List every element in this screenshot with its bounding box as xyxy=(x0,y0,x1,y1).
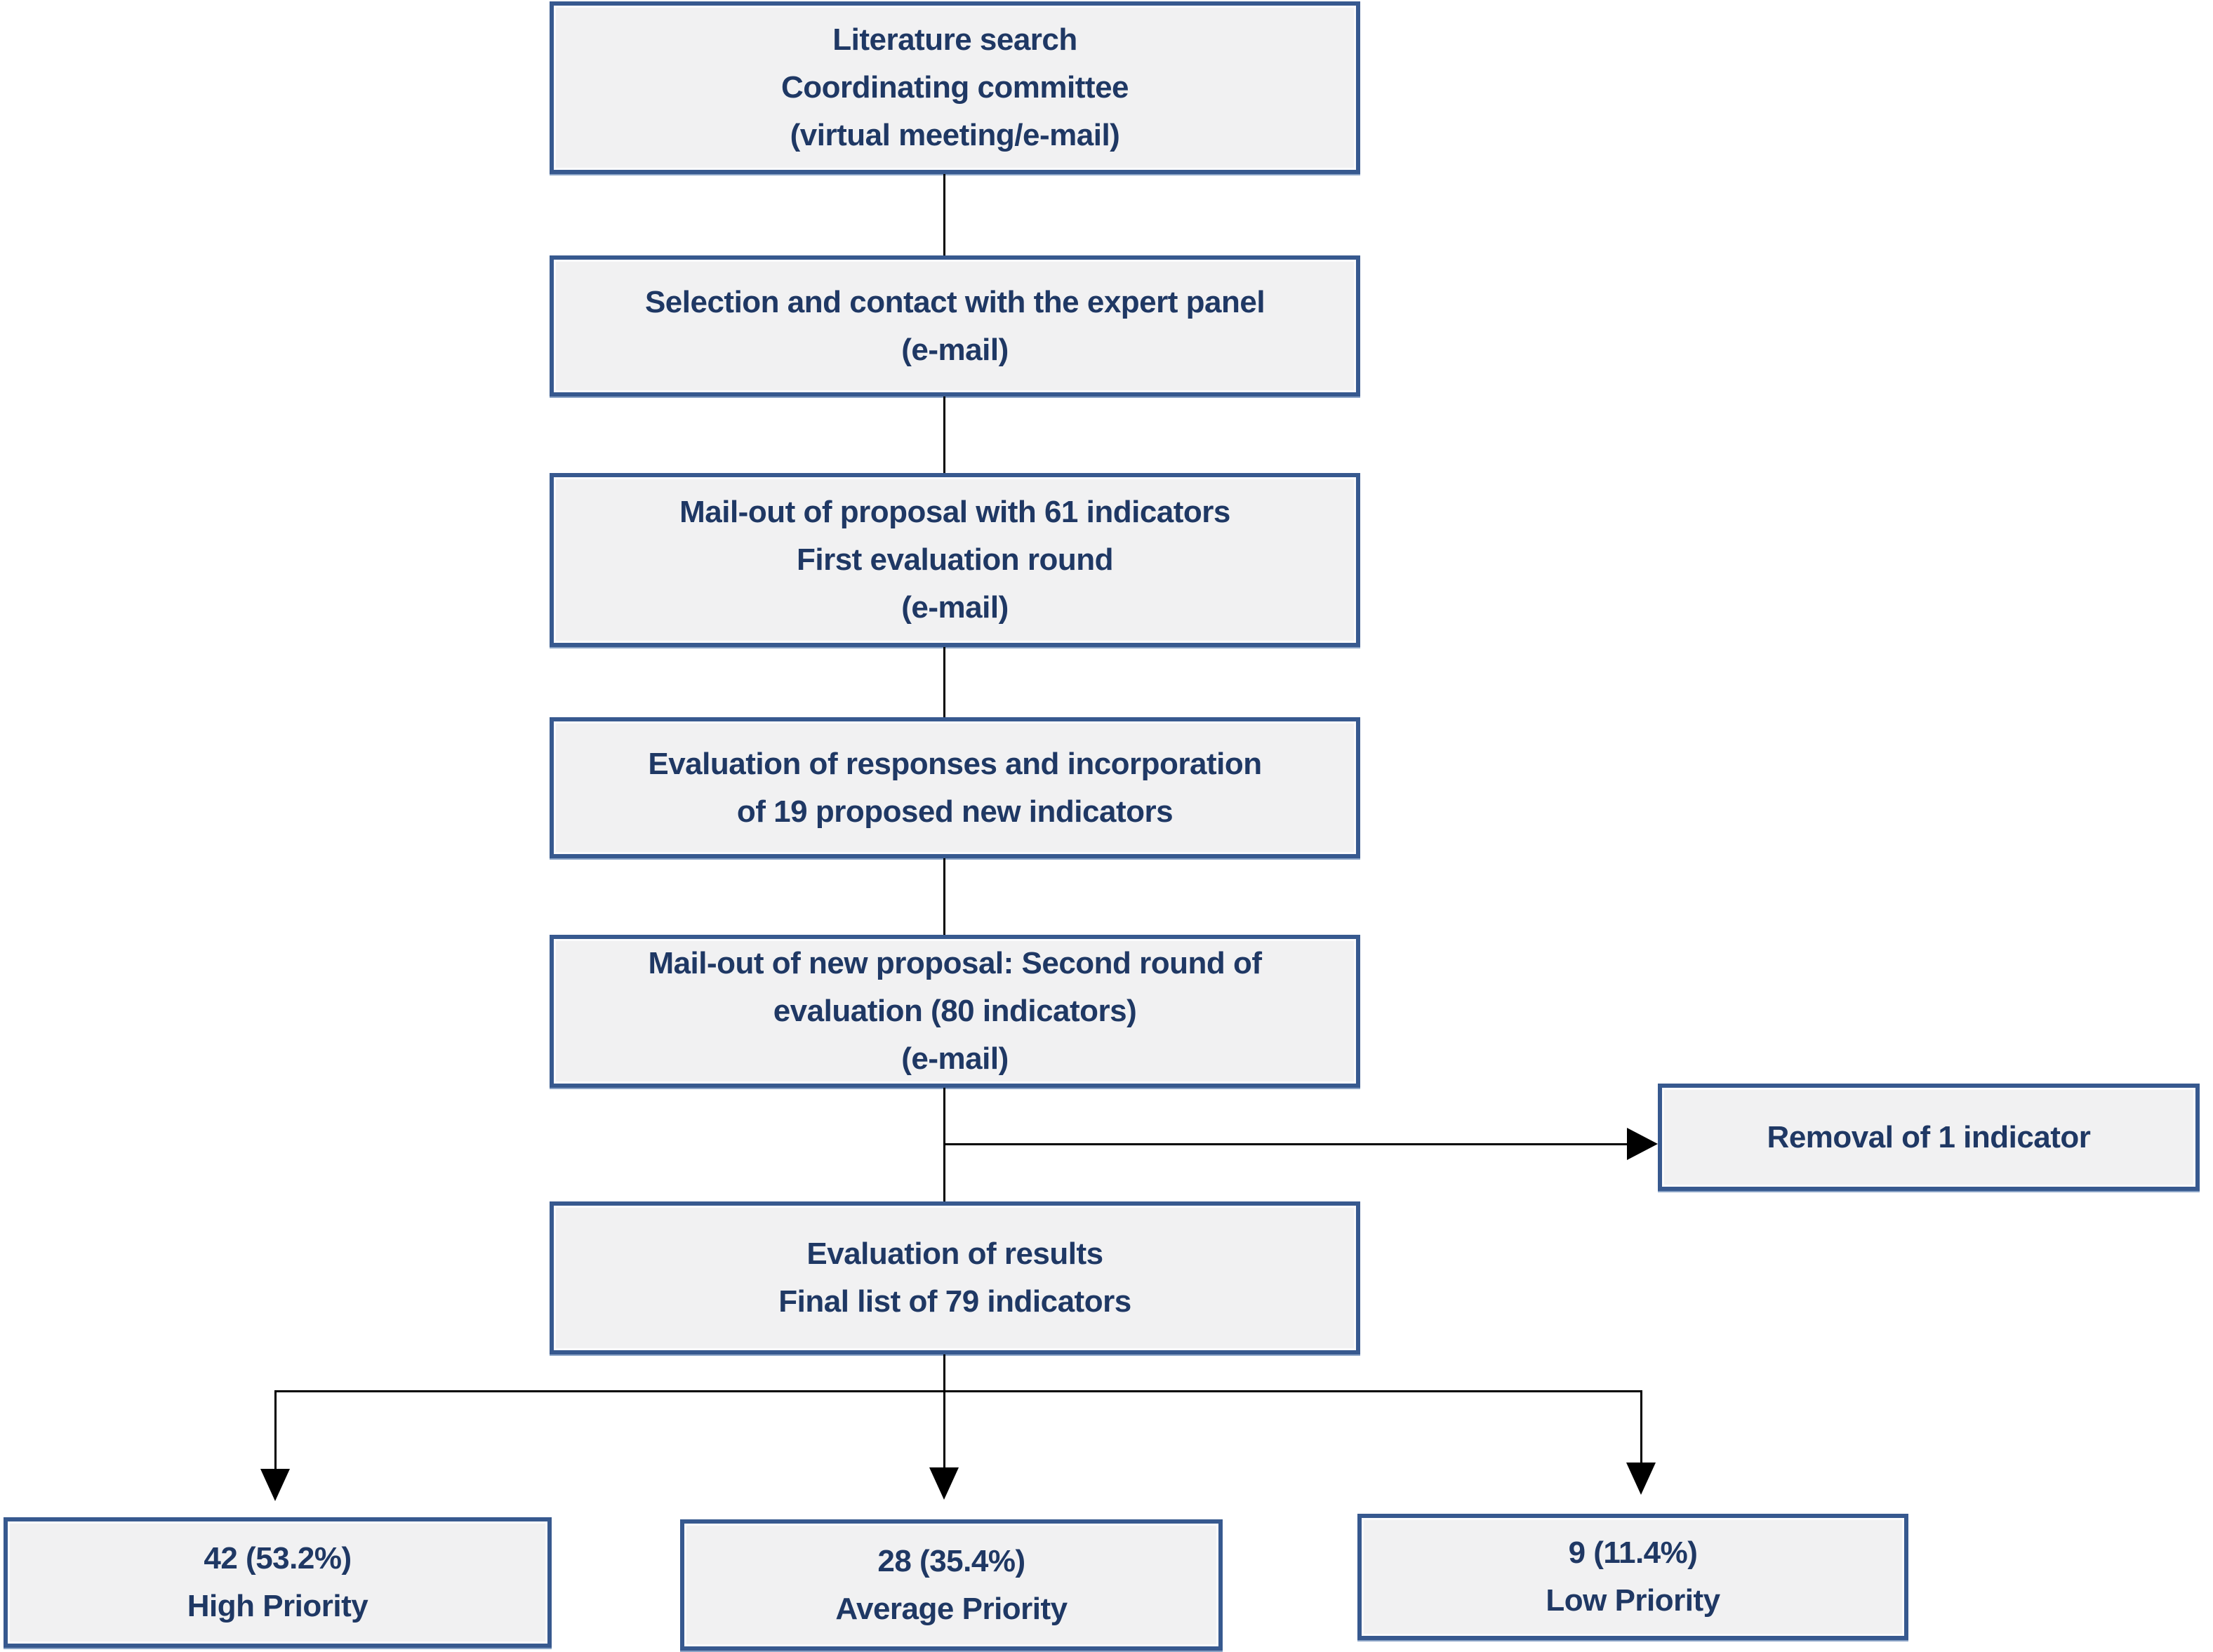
box-line: Average Priority xyxy=(835,1591,1068,1626)
box-line: Final list of 79 indicators xyxy=(778,1284,1131,1319)
box-line: Low Priority xyxy=(1546,1583,1720,1618)
box-line: Selection and contact with the expert pa… xyxy=(644,284,1265,319)
box-high-priority: 42 (53.2%) High Priority xyxy=(4,1517,552,1648)
connector-line-priority-branch xyxy=(275,1390,1642,1392)
box-expert-panel-selection: Selection and contact with the expert pa… xyxy=(550,255,1360,397)
box-evaluation-of-responses: Evaluation of responses and incorporatio… xyxy=(550,717,1360,858)
box-second-evaluation-round: Mail-out of new proposal: Second round o… xyxy=(550,935,1360,1088)
connector-line xyxy=(943,397,945,473)
box-line: evaluation (80 indicators) xyxy=(773,994,1137,1028)
connector-line xyxy=(943,174,945,255)
arrowhead-down-icon xyxy=(260,1469,290,1501)
connector-line xyxy=(943,1390,945,1467)
box-line: Evaluation of results xyxy=(806,1237,1103,1271)
arrowhead-down-icon xyxy=(929,1467,959,1500)
connector-line-removal-branch xyxy=(943,1143,1628,1145)
box-line: Coordinating committee xyxy=(780,70,1129,105)
box-low-priority: 9 (11.4%) Low Priority xyxy=(1357,1514,1908,1640)
box-literature-search: Literature search Coordinating committee… xyxy=(550,1,1360,174)
box-line: Removal of 1 indicator xyxy=(1767,1119,2091,1154)
connector-line xyxy=(943,1354,945,1391)
box-line: (e-mail) xyxy=(901,1041,1009,1076)
box-line: (virtual meeting/e-mail) xyxy=(790,118,1120,152)
box-line: High Priority xyxy=(187,1589,368,1623)
box-evaluation-of-results: Evaluation of results Final list of 79 i… xyxy=(550,1201,1360,1354)
arrowhead-right-icon xyxy=(1627,1128,1658,1160)
box-line: Literature search xyxy=(832,22,1077,57)
box-line: Mail-out of proposal with 61 indicators xyxy=(679,495,1230,529)
box-line: (e-mail) xyxy=(901,590,1009,625)
connector-line xyxy=(943,858,945,935)
box-line: of 19 proposed new indicators xyxy=(736,794,1174,829)
connector-line xyxy=(274,1390,277,1469)
connector-line xyxy=(1640,1390,1642,1463)
box-line: (e-mail) xyxy=(901,332,1009,367)
box-line: 28 (35.4%) xyxy=(877,1543,1025,1578)
box-line: Mail-out of new proposal: Second round o… xyxy=(648,946,1262,980)
box-average-priority: 28 (35.4%) Average Priority xyxy=(680,1519,1223,1651)
box-removal-of-indicator: Removal of 1 indicator xyxy=(1658,1084,2200,1191)
connector-line xyxy=(943,647,945,717)
box-line: First evaluation round xyxy=(796,542,1114,577)
box-line: Evaluation of responses and incorporatio… xyxy=(648,746,1262,781)
box-first-evaluation-round: Mail-out of proposal with 61 indicators … xyxy=(550,473,1360,647)
box-line: 42 (53.2%) xyxy=(204,1541,352,1576)
arrowhead-down-icon xyxy=(1626,1463,1656,1495)
box-line: 9 (11.4%) xyxy=(1568,1536,1698,1570)
